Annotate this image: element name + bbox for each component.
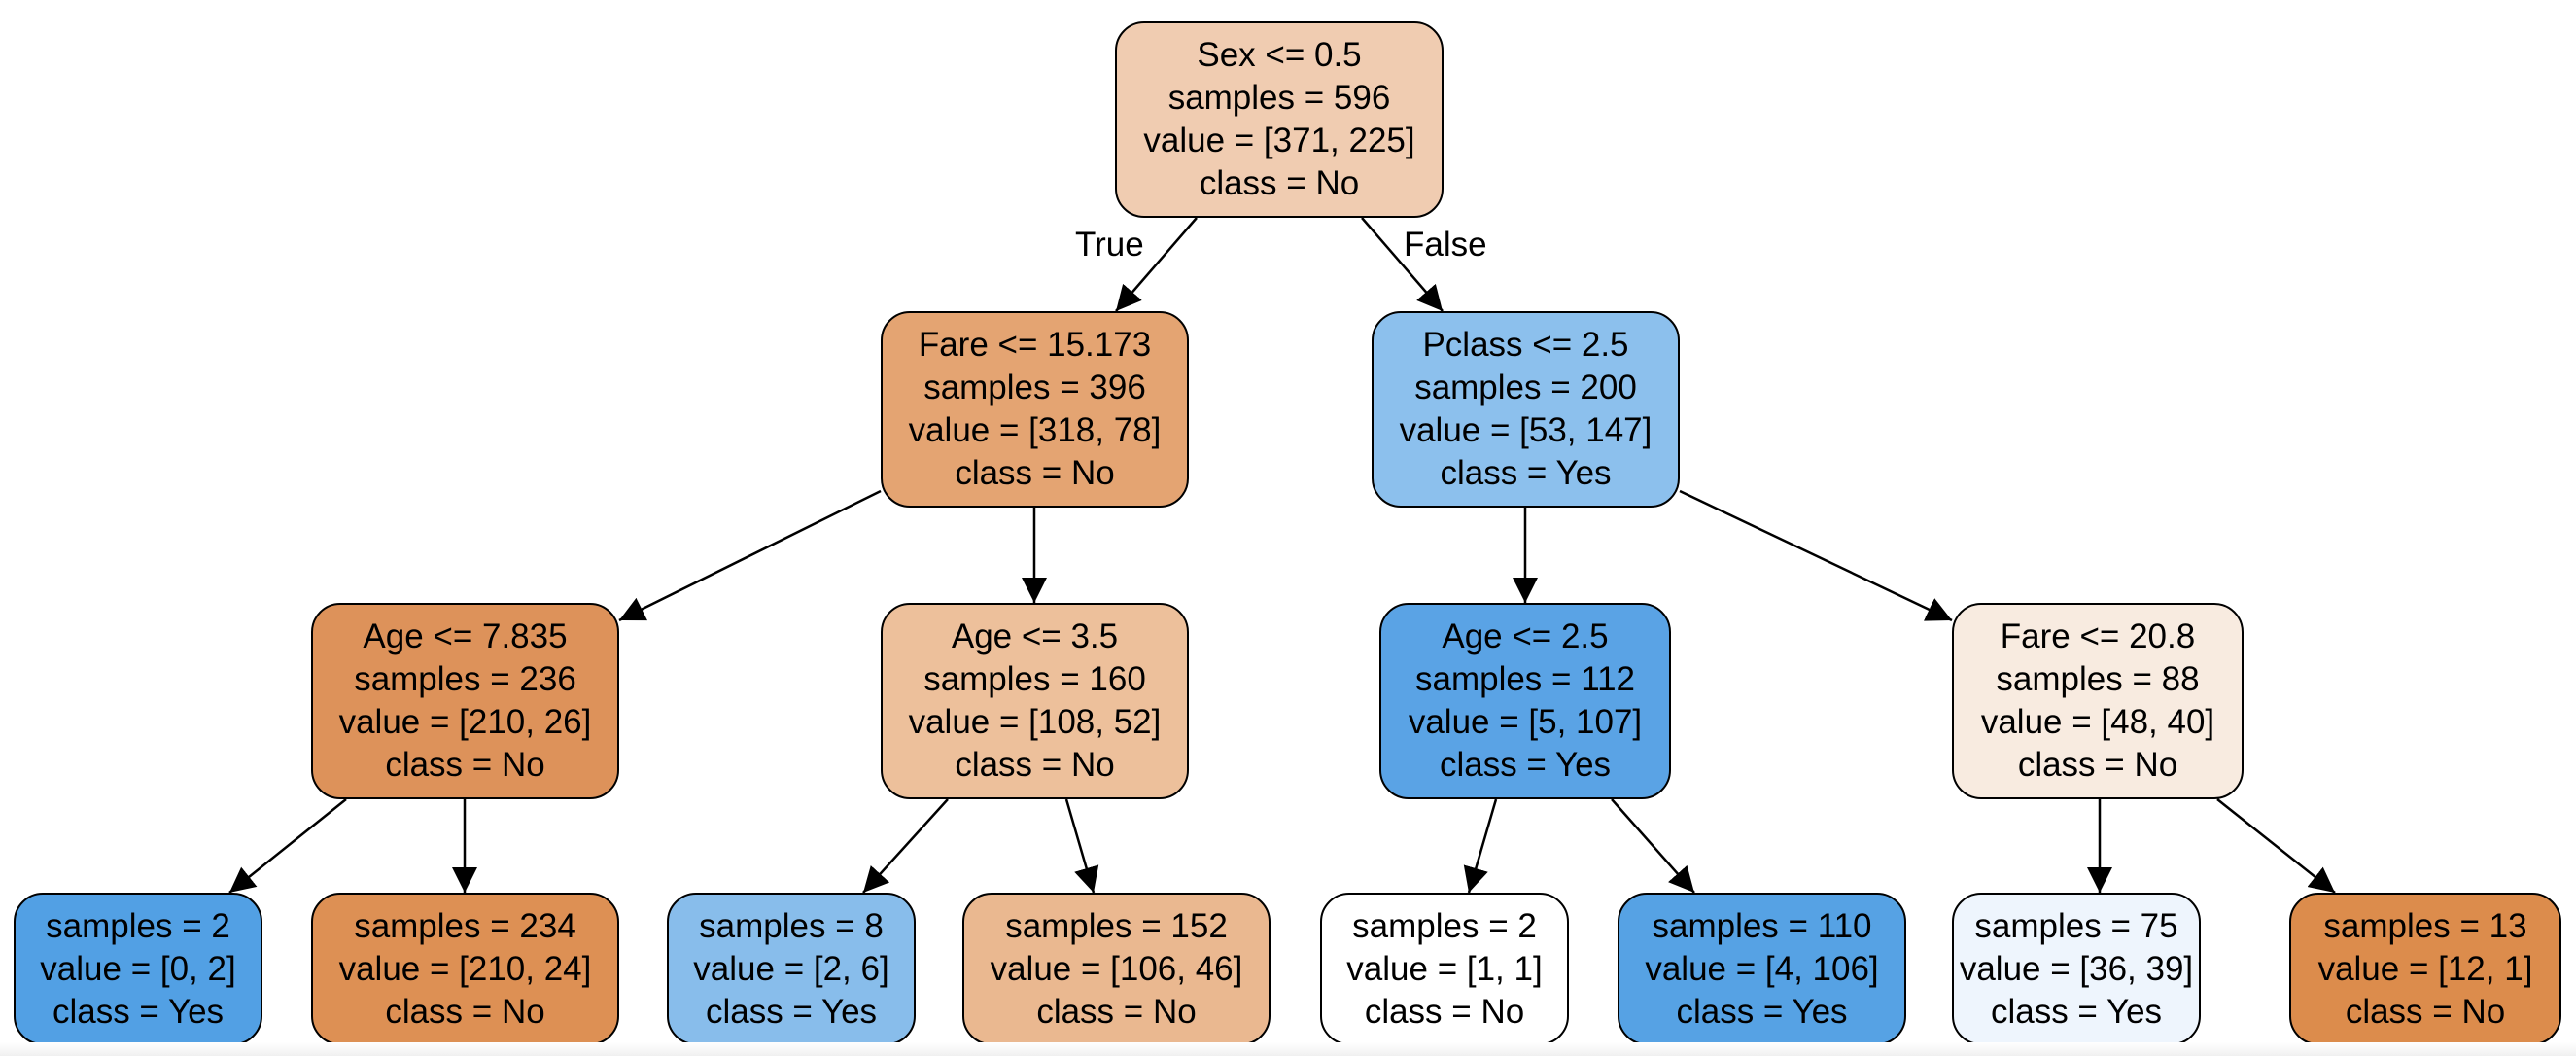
node-samples-text: samples = 75 [1974,906,2178,945]
edge-pclass-2-5-to-fare-20-8 [1679,489,1953,622]
node-class-text: class = No [2345,992,2506,1031]
tree-node-leaf-8: samples = 13 value = [12, 1] class = No [2289,893,2561,1045]
edge-fare-15-to-age-7-835 [618,489,882,622]
tree-node-leaf-5: samples = 2 value = [1, 1] class = No [1320,893,1569,1045]
node-samples-text: samples = 8 [699,906,884,945]
node-class-text: class = No [385,992,545,1031]
node-samples-text: samples = 160 [923,660,1146,698]
node-split-text: Fare <= 15.173 [918,326,1152,364]
node-value-text: value = [0, 2] [40,949,236,988]
node-split-text: Age <= 7.835 [363,617,568,655]
node-class-text: class = No [1036,992,1197,1031]
node-value-text: value = [53, 147] [1399,411,1653,449]
node-value-text: value = [36, 39] [1959,949,2194,988]
node-split-text: Fare <= 20.8 [2000,617,2196,655]
edge-root-to-fare-15 [1115,217,1198,312]
node-value-text: value = [371, 225] [1143,122,1415,159]
node-class-text: class = No [955,746,1115,784]
node-value-text: value = [210, 24] [338,949,592,988]
edge-age-2-5-to-leaf-5 [1463,798,1498,894]
node-class-text: class = Yes [1440,454,1612,492]
node-value-text: value = [12, 1] [2317,949,2533,988]
edge-label-false: False [1404,226,1487,264]
node-class-text: class = Yes [1676,992,1848,1031]
node-class-text: class = No [1364,992,1525,1031]
node-samples-text: samples = 110 [1652,906,1872,945]
node-value-text: value = [1, 1] [1346,949,1543,988]
node-value-text: value = [106, 46] [990,949,1243,988]
node-class-text: class = Yes [1990,992,2163,1031]
tree-node-pclass-2-5: Pclass <= 2.5 samples = 200 value = [53, 1… [1372,311,1680,508]
node-value-text: value = [5, 107] [1408,703,1643,741]
node-samples-text: samples = 13 [2323,906,2527,945]
edge-label-true: True [1075,226,1144,264]
bottom-edge-shadow [0,1042,2576,1056]
node-class-text: class = No [1199,164,1360,202]
tree-node-leaf-4: samples = 152 value = [106, 46] class = No [962,893,1271,1045]
node-samples-text: samples = 596 [1167,79,1391,117]
node-samples-text: samples = 112 [1414,660,1635,698]
tree-node-leaf-3: samples = 8 value = [2, 6] class = Yes [667,893,916,1045]
tree-node-leaf-7: samples = 75 value = [36, 39] class = Yes [1952,893,2201,1045]
node-samples-text: samples = 2 [1352,906,1537,945]
tree-node-leaf-1: samples = 2 value = [0, 2] class = Yes [14,893,262,1045]
node-samples-text: samples = 234 [354,906,576,945]
node-class-text: class = No [385,746,545,784]
tree-node-age-7-835: Age <= 7.835 samples = 236 value = [210, 2… [311,603,619,799]
node-split-text: Pclass <= 2.5 [1422,326,1629,364]
tree-node-fare-20-8: Fare <= 20.8 samples = 88 value = [48, 40]… [1952,603,2244,799]
node-samples-text: samples = 396 [923,369,1146,406]
node-value-text: value = [2, 6] [693,949,889,988]
node-samples-text: samples = 88 [1996,660,2200,698]
node-value-text: value = [210, 26] [338,703,592,741]
tree-node-age-2-5: Age <= 2.5 samples = 112 value = [5, 107] c… [1379,603,1671,799]
node-class-text: class = Yes [1439,746,1612,784]
tree-node-age-3-5: Age <= 3.5 samples = 160 value = [108, 52]… [881,603,1189,799]
node-class-text: class = No [955,454,1115,492]
node-value-text: value = [108, 52] [908,703,1162,741]
node-samples-text: samples = 200 [1414,369,1637,406]
tree-node-leaf-2: samples = 234 value = [210, 24] class = No [311,893,619,1045]
edge-fare-20-8-to-leaf-8 [2216,798,2336,894]
node-split-text: Age <= 2.5 [1442,617,1609,655]
tree-node-root: Sex <= 0.5 samples = 596 value = [371, 225… [1115,21,1444,218]
node-class-text: class = No [2017,746,2178,784]
edge-age-3-5-to-leaf-3 [862,798,949,894]
node-value-text: value = [318, 78] [908,411,1162,449]
edge-age-2-5-to-leaf-6 [1611,798,1695,894]
edge-root-to-pclass-2-5 [1361,217,1444,312]
tree-node-fare-15: Fare <= 15.173 samples = 396 value = [318,… [881,311,1189,508]
node-samples-text: samples = 236 [354,660,576,698]
node-class-text: class = Yes [52,992,225,1031]
node-split-text: Age <= 3.5 [951,617,1119,655]
edge-age-7-835-to-leaf-1 [228,798,347,894]
edge-age-3-5-to-leaf-4 [1064,798,1099,894]
node-value-text: value = [4, 106] [1645,949,1879,988]
node-samples-text: samples = 152 [1005,906,1228,945]
node-class-text: class = Yes [705,992,878,1031]
tree-node-leaf-6: samples = 110 value = [4, 106] class = Yes [1618,893,1906,1045]
node-split-text: Sex <= 0.5 [1197,36,1362,74]
node-value-text: value = [48, 40] [1980,703,2215,741]
node-samples-text: samples = 2 [46,906,230,945]
